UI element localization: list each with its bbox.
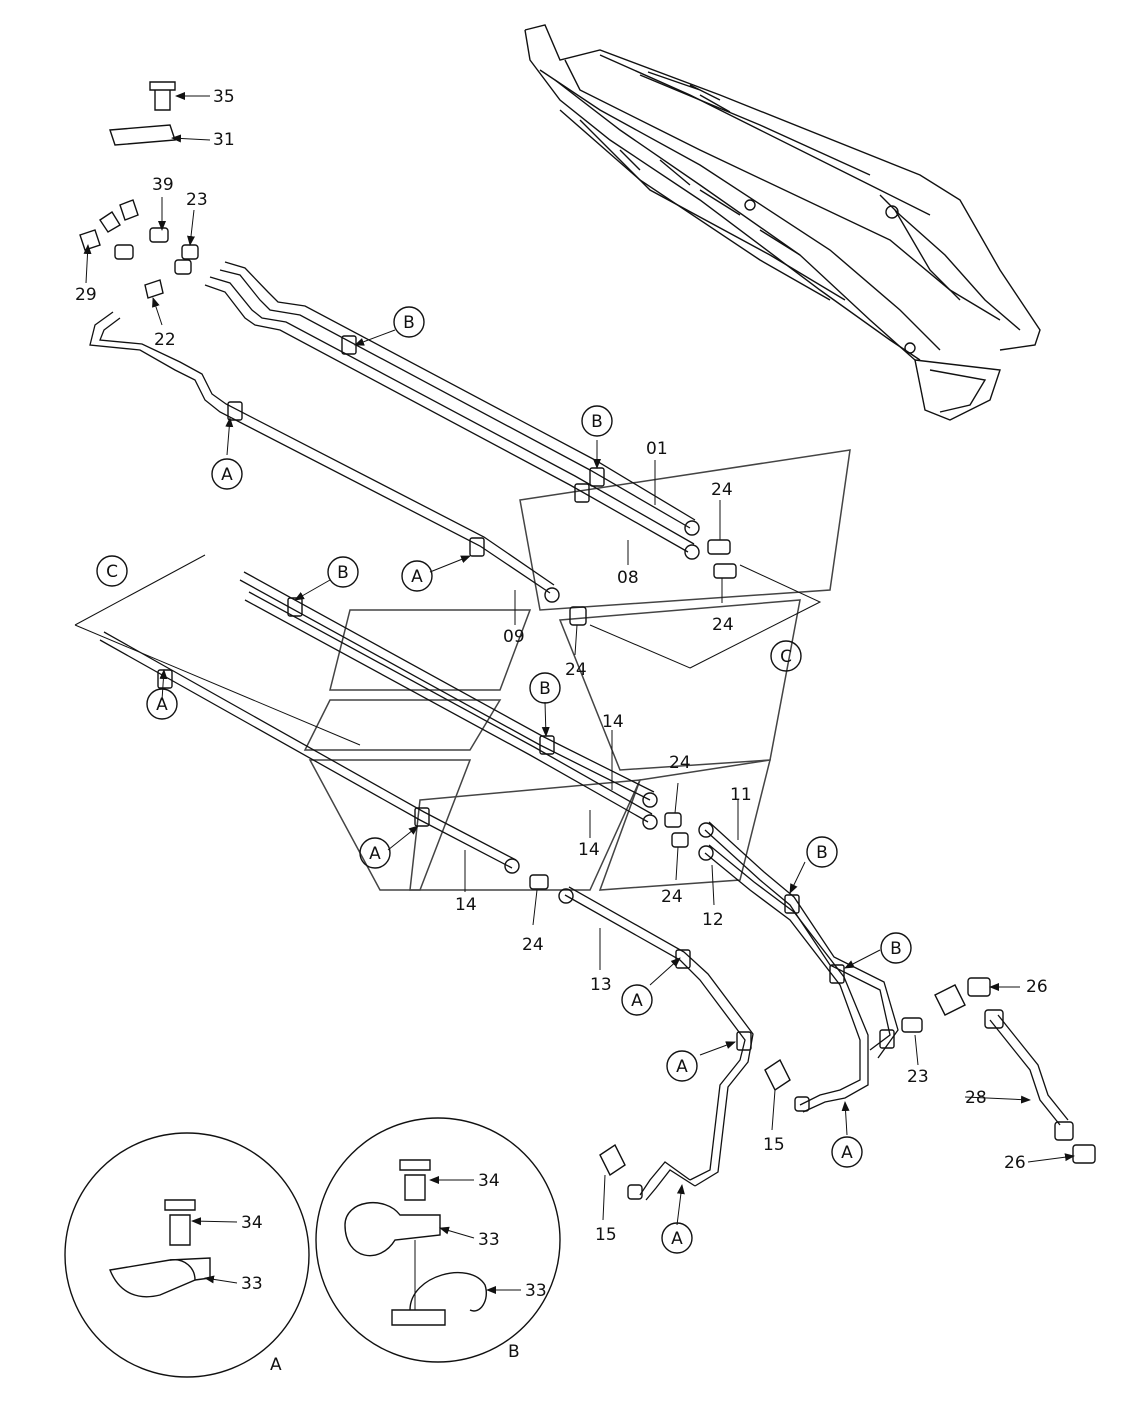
marker-b-5: B [806, 836, 838, 868]
part-number-13: 13 [590, 975, 612, 995]
marker-letter: A [411, 567, 423, 587]
marker-letter: A [369, 844, 381, 864]
part-number-15: 15 [595, 1225, 617, 1245]
marker-letter: C [780, 647, 792, 667]
marker-letter: A [631, 991, 643, 1011]
marker-letter: A [221, 465, 233, 485]
part-number-24: 24 [711, 480, 733, 500]
part-number-24: 24 [661, 887, 683, 907]
marker-a-3: A [146, 688, 178, 720]
part-number-14: 14 [578, 840, 600, 860]
part-number-24: 24 [669, 753, 691, 773]
marker-c-1: C [96, 555, 128, 587]
marker-b-1: B [393, 306, 425, 338]
marker-a-2: A [401, 560, 433, 592]
marker-b-2: B [581, 405, 613, 437]
part-number-24: 24 [565, 660, 587, 680]
part-number-26: 26 [1004, 1153, 1026, 1173]
part-number-39: 39 [152, 175, 174, 195]
marker-a-7: A [831, 1136, 863, 1168]
part-number-22: 22 [154, 330, 176, 350]
marker-letter: B [337, 563, 349, 583]
marker-b-4: B [529, 672, 561, 704]
watermark-logo [303, 449, 851, 891]
part-number-28: 28 [965, 1088, 987, 1108]
marker-letter: C [106, 562, 118, 582]
part-number-23: 23 [907, 1067, 929, 1087]
marker-c-2: C [770, 640, 802, 672]
part-number-11: 11 [730, 785, 752, 805]
marker-letter: B [816, 843, 828, 863]
part-callouts: 35 31 39 23 29 22 01 08 09 24 24 24 14 2… [75, 87, 1048, 1375]
marker-letter: B [591, 412, 603, 432]
part-number-12: 12 [702, 910, 724, 930]
part-number-35: 35 [213, 87, 235, 107]
part-number-15: 15 [763, 1135, 785, 1155]
marker-letter: A [676, 1057, 688, 1077]
part-number-01: 01 [646, 439, 668, 459]
leader-lines [83, 92, 1075, 1294]
marker-letter: A [841, 1143, 853, 1163]
part-number-09: 09 [503, 627, 525, 647]
detail-view-a [64, 1132, 310, 1378]
part-number-31: 31 [213, 130, 235, 150]
marker-letter: A [156, 695, 168, 715]
marker-b-3: B [327, 556, 359, 588]
marker-a-5: A [621, 984, 653, 1016]
middle-pipe-assembly [99, 571, 1096, 1201]
upper-pipe-assembly [79, 81, 737, 626]
marker-letter: B [890, 939, 902, 959]
marker-b-6: B [880, 932, 912, 964]
part-number-23: 23 [186, 190, 208, 210]
part-number-08: 08 [617, 568, 639, 588]
marker-a-1: A [211, 458, 243, 490]
marker-letter: A [671, 1229, 683, 1249]
part-number-34: 34 [478, 1171, 500, 1191]
part-number-26: 26 [1026, 977, 1048, 997]
part-number-24: 24 [522, 935, 544, 955]
part-number-33: 33 [525, 1281, 547, 1301]
marker-a-4: A [359, 837, 391, 869]
part-number-14: 14 [455, 895, 477, 915]
group-c-outline [74, 554, 822, 746]
detail-label-b: B [508, 1342, 520, 1362]
detail-label-a: A [270, 1355, 282, 1375]
part-number-29: 29 [75, 285, 97, 305]
part-number-34: 34 [241, 1213, 263, 1233]
marker-letter: B [403, 313, 415, 333]
marker-a-8: A [661, 1222, 693, 1254]
part-number-24: 24 [712, 615, 734, 635]
part-number-14: 14 [602, 712, 624, 732]
detail-view-b [315, 1117, 561, 1363]
marker-letter: B [539, 679, 551, 699]
marker-a-6: A [666, 1050, 698, 1082]
part-number-33: 33 [241, 1274, 263, 1294]
part-number-33: 33 [478, 1230, 500, 1250]
excavator-boom-overview [524, 24, 1041, 421]
